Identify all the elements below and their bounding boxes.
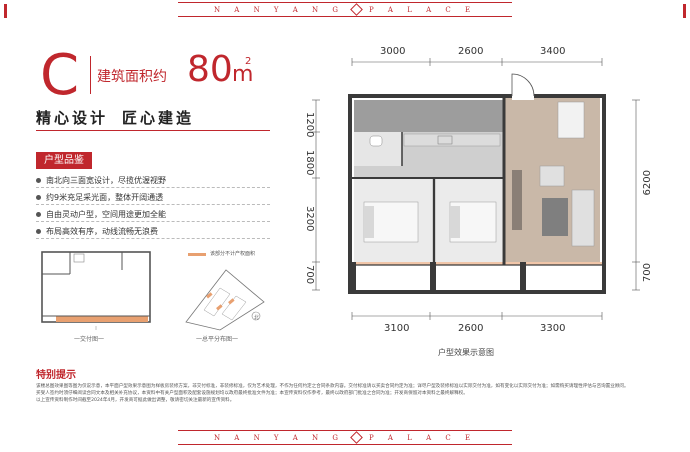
dim-bottom: 2600 [458,323,484,334]
divider [36,204,270,205]
feature-item: 自由灵动户型，空间用途更加全能 [36,209,166,220]
area-unit-superscript: 2 [245,56,252,67]
seal-icon [350,3,363,16]
top-brand-ribbon: N A N Y A N G P A L A C E [178,2,512,17]
site-plan-drawing [185,269,265,331]
delivery-plan-drawing [41,251,151,330]
notice-line: 该楼总图效果图等图为仅说示意，本平面户型效果示意图为样板房装修方案，非交付标准，… [36,384,629,389]
dim-right: 700 [642,263,653,283]
dim-left: 1800 [304,150,315,176]
divider [90,56,91,94]
dim-top: 3400 [540,46,566,57]
dim-top: 2600 [458,46,484,57]
bullet-icon [36,195,41,200]
delivery-plan-caption: 一交付图一 [74,336,105,343]
plan-caption: 户型效果示意图 [438,348,494,357]
ribbon-text-left: N A N Y A N G [213,5,344,14]
dim-top: 3000 [380,46,406,57]
divider [36,130,270,131]
slogan-part-1: 精心设计 [36,109,109,127]
corner-mark [4,4,7,18]
ribbon-text-right: P A L A C E [369,5,477,14]
divider [36,238,270,239]
notice-text: 该楼总图效果图等图为仅说示意，本平面户型效果示意图为样板房装修方案，非交付标准，… [36,383,636,404]
site-plan-caption: 一总平分布图一 [196,336,239,343]
feature-item: 布局高效有序，动线流畅无浪费 [36,226,158,237]
dim-left: 700 [304,265,315,285]
dim-bottom: 3100 [384,323,410,334]
bottom-brand-ribbon: N A N Y A N G P A L A C E [178,430,512,445]
bullet-icon [36,178,41,183]
ribbon-text-right: P A L A C E [369,433,477,442]
notice-line: 买受人签约时须仔细阅读合同文本及相关补充协议，本资料中有关户型面积及配套设施规划… [36,391,468,396]
bullet-icon [36,229,41,234]
area-label: 建筑面积约 [97,69,167,85]
legend-text: 该部分不计产权面积 [210,251,256,257]
dim-left: 3200 [304,206,315,232]
legend-swatch [188,253,206,256]
slogan: 精心设计匠心建造 [36,107,194,128]
seal-icon [350,431,363,444]
divider [36,187,270,188]
feature-item: 约9米充足采光面，整体开阔通透 [36,192,163,203]
divider [36,221,270,222]
notice-title: 特别提示 [36,370,76,381]
corner-mark [683,4,686,18]
area-value: 80 [187,49,233,90]
feature-item: 南北向三面宽设计，尽揽优渥视野 [36,175,166,186]
ribbon-text-left: N A N Y A N G [213,433,344,442]
north-label: 北 [254,315,260,321]
dim-bottom: 3300 [540,323,566,334]
slogan-part-2: 匠心建造 [122,109,195,127]
dim-right: 6200 [642,170,653,196]
bullet-icon [36,212,41,217]
area-unit: m [232,62,254,87]
features-tag: 户型品鉴 [36,152,92,169]
floor-plan-drawing [312,58,640,320]
dim-left: 1200 [304,112,315,138]
notice-line: 以上宣传资料制作时间截至2024年4月，开发商可据此做出调整，敬请密切关注最新的… [36,398,235,403]
unit-letter: C [40,43,80,108]
